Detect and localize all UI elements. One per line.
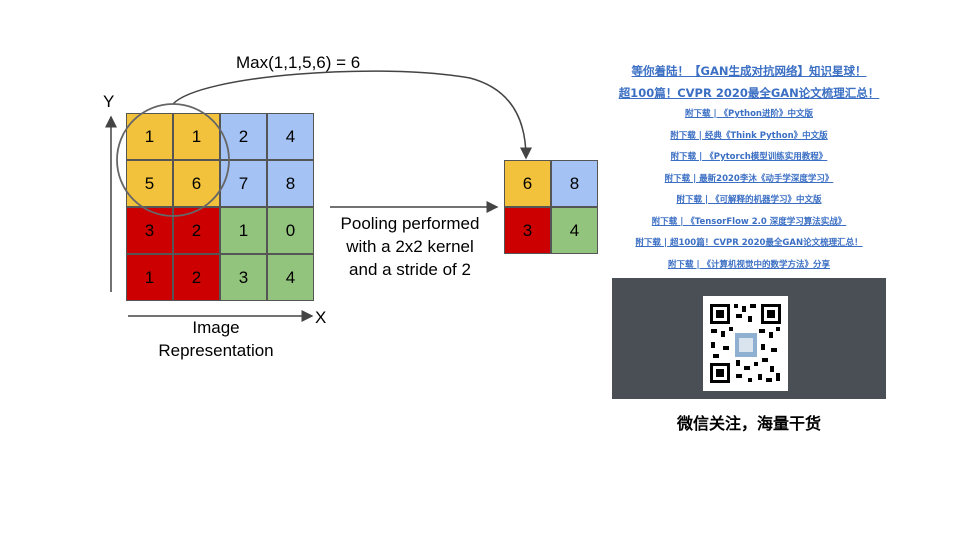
output-cell: 4 — [551, 207, 598, 254]
input-cell: 1 — [220, 207, 267, 254]
input-cell: 8 — [267, 160, 314, 207]
output-cell: 6 — [504, 160, 551, 207]
promo-headline-link[interactable]: 超100篇！CVPR 2020最全GAN论文梳理汇总！ — [618, 86, 880, 100]
pooling-label-line2: with a 2x2 kernel — [346, 237, 474, 256]
input-cell: 4 — [267, 113, 314, 160]
pooled-output-grid: 6 8 3 4 — [504, 160, 598, 254]
qr-code-image — [703, 296, 788, 391]
input-cell: 7 — [220, 160, 267, 207]
input-cell: 3 — [220, 254, 267, 301]
max-arrow-curve — [172, 70, 532, 160]
qr-code-icon — [710, 304, 781, 383]
input-cell: 5 — [126, 160, 173, 207]
promo-link-list: 等你着陆！【GAN生成对抗网络】知识星球！ 超100篇！CVPR 2020最全G… — [612, 60, 886, 276]
download-link[interactable]: 附下载 | 《计算机视觉中的数学方法》分享 — [667, 259, 831, 270]
output-cell: 8 — [551, 160, 598, 207]
y-axis-label: Y — [103, 92, 115, 111]
input-cell: 3 — [126, 207, 173, 254]
output-cell: 3 — [504, 207, 551, 254]
download-link[interactable]: 附下载 | 《Pytorch模型训练实用教程》 — [670, 152, 828, 162]
download-link[interactable]: 附下载 | 最新2020李沐《动手学深度学习》 — [664, 173, 834, 184]
input-cell: 2 — [173, 207, 220, 254]
input-cell: 1 — [126, 113, 173, 160]
x-axis-label: X — [315, 308, 327, 327]
image-label-line2: Representation — [158, 341, 274, 360]
input-cell: 1 — [173, 113, 220, 160]
pooling-label-line3: and a stride of 2 — [349, 260, 471, 279]
image-label-line1: Image — [192, 318, 240, 337]
download-link[interactable]: 附下载 | 经典《Think Python》中文版 — [670, 130, 828, 141]
wechat-follow-caption: 微信关注，海量干货 — [676, 414, 821, 433]
download-link[interactable]: 附下载 | 《Python进阶》中文版 — [685, 109, 813, 119]
max-formula-label: Max(1,1,5,6) = 6 — [236, 53, 361, 72]
download-link[interactable]: 附下载 | 《TensorFlow 2.0 深度学习算法实战》 — [651, 216, 847, 227]
download-link[interactable]: 附下载 | 《可解释的机器学习》中文版 — [676, 195, 822, 205]
input-cell: 1 — [126, 254, 173, 301]
chalkboard-banner — [612, 278, 886, 399]
pooling-label-line1: Pooling performed — [340, 214, 480, 233]
promo-headline-link[interactable]: 等你着陆！【GAN生成对抗网络】知识星球！ — [631, 64, 867, 78]
input-cell: 6 — [173, 160, 220, 207]
input-cell: 0 — [267, 207, 314, 254]
input-cell: 2 — [173, 254, 220, 301]
input-cell: 4 — [267, 254, 314, 301]
input-cell: 2 — [220, 113, 267, 160]
download-link[interactable]: 附下载 | 超100篇！CVPR 2020最全GAN论文梳理汇总！ — [635, 238, 863, 248]
input-image-grid: 1 1 2 4 5 6 7 8 3 2 1 0 1 2 3 4 — [126, 113, 314, 301]
